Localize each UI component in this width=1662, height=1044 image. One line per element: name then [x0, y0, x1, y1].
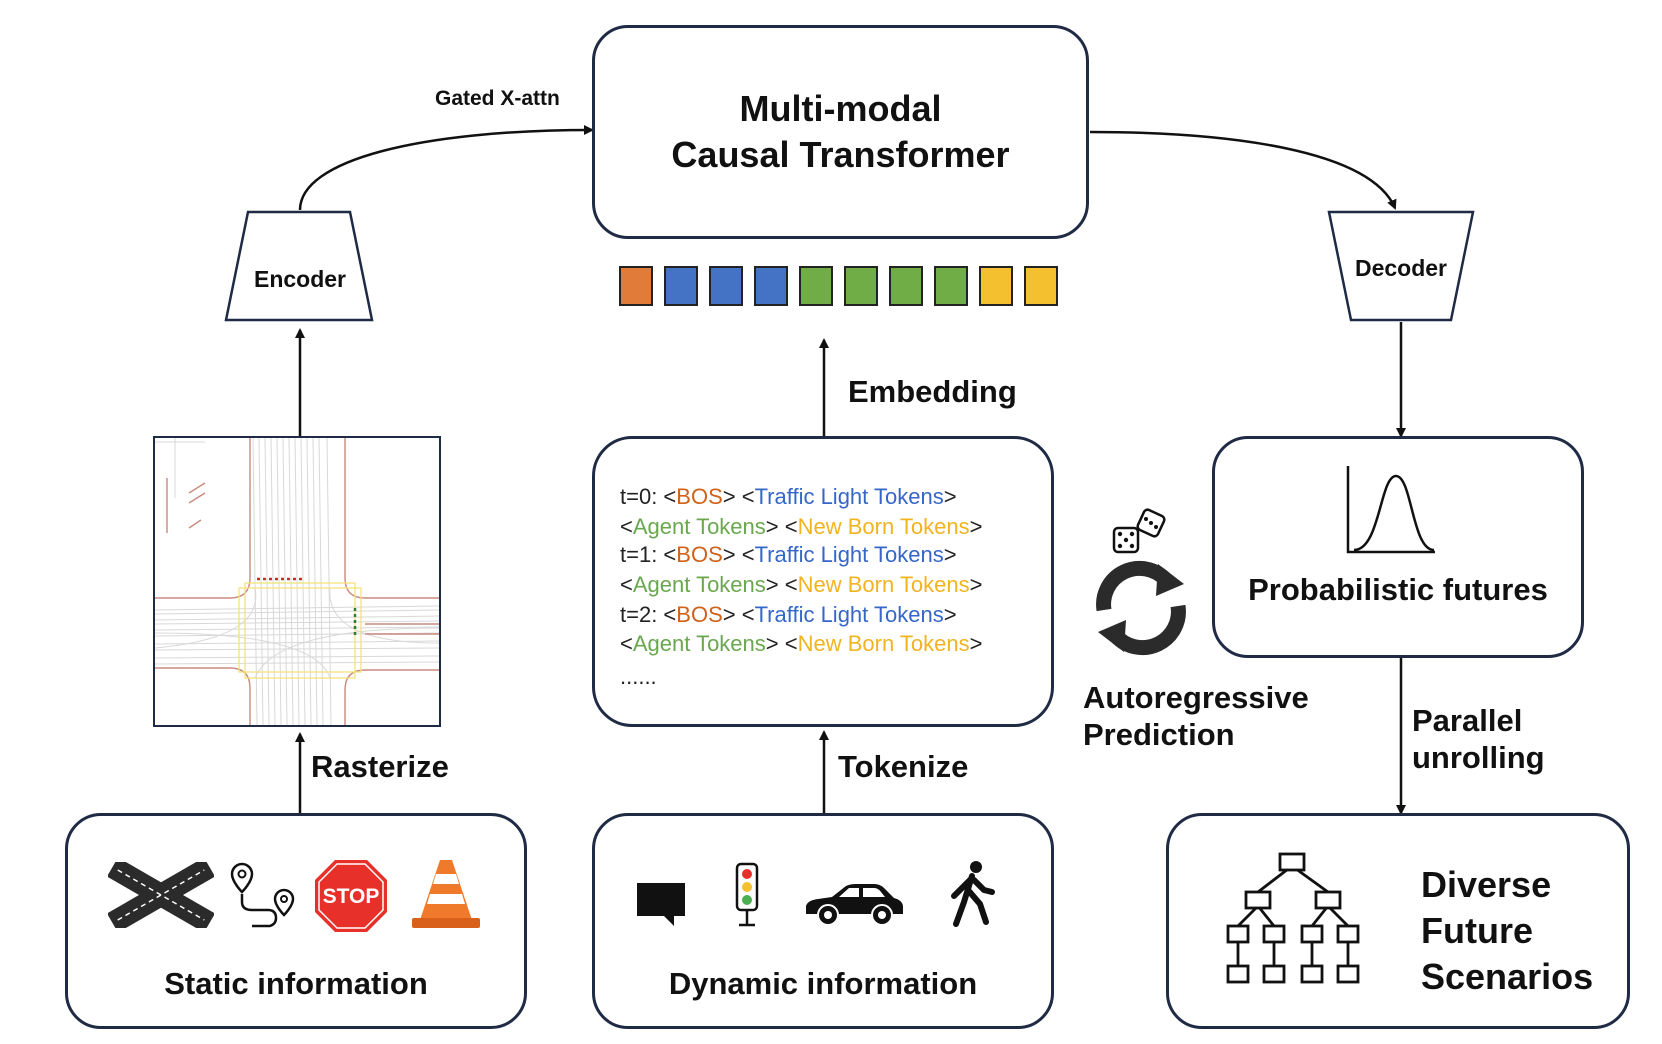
- traffic-light-token: Traffic Light Tokens: [754, 602, 944, 627]
- decoder-block: [1327, 210, 1475, 322]
- embedding-token-blue: [754, 266, 788, 306]
- token-ellipsis: ......: [620, 664, 657, 689]
- token-timestep: t=0: <: [620, 484, 677, 509]
- embedding-token-yellow: [1024, 266, 1058, 306]
- token-sep: > <: [722, 602, 755, 627]
- token-sep: > <: [765, 631, 798, 656]
- probabilistic-box: [1212, 436, 1584, 658]
- bos-token: BOS: [676, 602, 723, 627]
- new-born-token: New Born Tokens: [797, 631, 970, 656]
- intersection-icon: [108, 862, 214, 928]
- autoregressive-line2: Prediction: [1083, 717, 1235, 752]
- traffic-light-token: Traffic Light Tokens: [754, 484, 944, 509]
- static-info-label: Static information: [164, 966, 428, 1001]
- token-sep: >: [969, 631, 983, 656]
- bell-curve-icon: [1346, 466, 1435, 554]
- token-sep: >: [969, 514, 983, 539]
- diverse-line2: Future: [1421, 910, 1533, 951]
- token-line: <Agent Tokens> <New Born Tokens>: [620, 514, 982, 540]
- token-line: <Agent Tokens> <New Born Tokens>: [620, 631, 982, 657]
- embedding-label: Embedding: [848, 374, 1017, 409]
- dice-icon: [1112, 508, 1166, 554]
- agent-token: Agent Tokens: [632, 514, 766, 539]
- encoder-label: Encoder: [253, 266, 347, 292]
- rasterize-label: Rasterize: [311, 749, 449, 784]
- token-line: <Agent Tokens> <New Born Tokens>: [620, 572, 982, 598]
- embedding-token-green: [799, 266, 833, 306]
- diverse-line1: Diverse: [1421, 864, 1552, 905]
- decoder-label: Decoder: [1354, 255, 1448, 281]
- token-timestep: t=1: <: [620, 542, 677, 567]
- token-sep: >: [943, 484, 957, 509]
- tokenize-label: Tokenize: [838, 749, 969, 784]
- token-line: t=2: <BOS> <Traffic Light Tokens>: [620, 602, 957, 628]
- speech-bubble-icon: [637, 883, 685, 926]
- embedding-token-green: [844, 266, 878, 306]
- transformer-box: [592, 25, 1089, 239]
- embedding-token-blue: [709, 266, 743, 306]
- probabilistic-label: Probabilistic futures: [1248, 572, 1548, 607]
- bos-token: BOS: [676, 484, 723, 509]
- dynamic-info-label: Dynamic information: [668, 966, 978, 1001]
- transformer-to-decoder-arrow: [1089, 130, 1397, 210]
- agent-token: Agent Tokens: [632, 631, 766, 656]
- token-sep: > <: [722, 542, 755, 567]
- token-sep: <: [620, 572, 633, 597]
- agent-token: Agent Tokens: [632, 572, 766, 597]
- encoder-block: [224, 210, 374, 322]
- parallel-line2: unrolling: [1412, 740, 1545, 775]
- token-sep: > <: [765, 572, 798, 597]
- map-raster-image: [155, 438, 439, 725]
- token-sep: <: [620, 631, 633, 656]
- autoregressive-line1: Autoregressive: [1083, 680, 1309, 715]
- embedding-token-orange: [619, 266, 653, 306]
- new-born-token: New Born Tokens: [797, 514, 970, 539]
- token-timestep: t=2: <: [620, 602, 677, 627]
- gated-xattn-label: Gated X-attn: [435, 87, 560, 110]
- token-sep: <: [620, 514, 633, 539]
- traffic-cone-icon: [412, 860, 480, 928]
- token-line: t=0: <BOS> <Traffic Light Tokens>: [620, 484, 957, 510]
- token-sep: >: [969, 572, 983, 597]
- token-text-box: [592, 436, 1054, 727]
- car-icon: [806, 884, 903, 926]
- cycle-icon: [1096, 560, 1186, 656]
- gated-xattn-arrow: [298, 125, 594, 211]
- transformer-title-line2: Causal Transformer: [671, 134, 1010, 175]
- bos-token: BOS: [676, 542, 723, 567]
- map-raster-box: [153, 436, 441, 727]
- token-sep: >: [943, 542, 957, 567]
- traffic-light-icon: [735, 862, 759, 927]
- new-born-token: New Born Tokens: [797, 572, 970, 597]
- parallel-line1: Parallel: [1412, 703, 1523, 738]
- transformer-title-line1: Multi-modal: [739, 88, 942, 129]
- tree-hierarchy-icon: [1226, 852, 1360, 984]
- token-sep: >: [943, 602, 957, 627]
- route-pin-icon: [230, 862, 295, 928]
- stop-sign-icon: [315, 860, 387, 932]
- traffic-light-token: Traffic Light Tokens: [754, 542, 944, 567]
- embedding-token-blue: [664, 266, 698, 306]
- token-line: t=1: <BOS> <Traffic Light Tokens>: [620, 542, 957, 568]
- diverse-line3: Scenarios: [1421, 956, 1594, 997]
- token-sep: > <: [722, 484, 755, 509]
- embedding-token-green: [889, 266, 923, 306]
- pedestrian-icon: [951, 861, 995, 927]
- stop-sign-text: STOP: [322, 885, 380, 908]
- embedding-token-green: [934, 266, 968, 306]
- token-sep: > <: [765, 514, 798, 539]
- embedding-token-yellow: [979, 266, 1013, 306]
